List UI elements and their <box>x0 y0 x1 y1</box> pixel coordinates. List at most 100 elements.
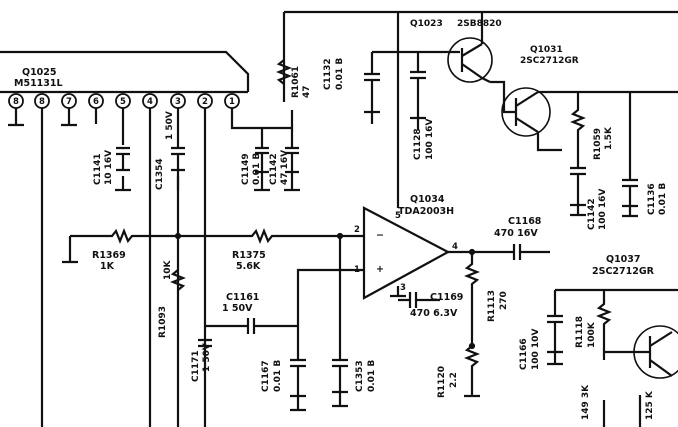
amp-minus-sign: − <box>376 230 384 241</box>
q1037-ref: Q1037 <box>606 254 641 265</box>
r1118-resistor: R1118 100K <box>575 290 612 360</box>
c1142-right-ref: C1142 <box>587 198 597 230</box>
r1113-ref: R1113 <box>487 290 497 322</box>
c1142-ref: C1142 <box>269 153 279 185</box>
c1171-ref: C1171 <box>191 350 201 382</box>
amp-pin3: 3 <box>400 283 406 293</box>
c1166-ref: C1166 <box>519 338 529 370</box>
r1118-value: 100K <box>587 321 597 348</box>
c1354-value: 1 50V <box>165 111 175 140</box>
r1093-ref: R1093 <box>158 306 168 338</box>
q1025-pins: 8 8 7 6 5 4 3 2 1 <box>8 93 240 109</box>
pin-label: 1 <box>229 97 235 107</box>
c1169-value: 470 6.3V <box>410 308 458 319</box>
c1132-value: 0.01 B <box>335 58 345 90</box>
pin-label: 8 <box>39 97 45 107</box>
c1168-ref: C1168 <box>508 216 542 227</box>
c1169-capacitor: C1169 470 6.3V <box>398 292 463 319</box>
c1142-capacitor: C1142 47 16V <box>269 110 299 185</box>
r1369-value: 1K <box>100 261 115 272</box>
c1149-capacitor: C1149 0.01 B <box>241 128 269 185</box>
r1059-resistor: R1059 1.5K <box>570 92 614 168</box>
c1132-capacitor: C1132 0.01 B <box>323 52 380 114</box>
ground-symbols <box>115 112 638 412</box>
q1031-part: 2SC2712GR <box>520 56 579 66</box>
amp-pin1: 1 <box>354 265 360 275</box>
pin-label: 5 <box>120 97 126 107</box>
c1169-ref: C1169 <box>430 292 463 303</box>
q1023-ref: Q1023 <box>410 19 443 29</box>
q1023-transistor: Q1023 2SB8820 <box>410 19 502 83</box>
amp-plus-input-wire <box>296 268 364 326</box>
amp-q1034: − + Q1034 TDA2003H 5 4 3 2 1 <box>354 194 458 300</box>
c1353-capacitor: C1353 0.01 B <box>332 236 377 394</box>
c1168-value: 470 16V <box>494 228 538 239</box>
r1118-ref: R1118 <box>575 316 585 348</box>
r125-label: 125 K <box>645 390 655 420</box>
r1061-value: 47 <box>302 85 312 98</box>
amp-ground-wire <box>390 286 406 298</box>
r1113-resistor: R1113 270 <box>464 252 509 346</box>
pin-label: 6 <box>93 97 99 107</box>
r1061-ref: R1061 <box>291 66 301 98</box>
pin-label: 8 <box>13 97 19 107</box>
q1037-part: 2SC2712GR <box>592 266 655 277</box>
c1149-ref: C1149 <box>241 153 251 185</box>
pin-label: 3 <box>175 97 181 107</box>
c1353-ref: C1353 <box>355 360 365 392</box>
q1034-part: TDA2003H <box>398 206 454 217</box>
q1031-body <box>501 87 551 137</box>
c1136-ref: C1136 <box>647 183 657 215</box>
r1061-resistor: R1061 47 <box>276 59 312 98</box>
q1031-transistor: Q1031 2SC2712GR <box>490 45 579 152</box>
pin-label: 7 <box>66 97 72 107</box>
r1369-ref: R1369 <box>92 250 126 261</box>
c1132-ref: C1132 <box>323 58 333 90</box>
c1166-value: 100 10V <box>531 329 541 370</box>
r1059-value: 1.5K <box>604 126 614 150</box>
c1149-value: 0.01 B <box>252 153 262 185</box>
r1093-value: 10K <box>163 259 173 280</box>
c1136-capacitor: C1136 0.01 B <box>622 92 668 215</box>
ic-q1025: Q1025 M51131L 8 8 7 6 5 4 3 2 1 <box>0 50 292 427</box>
c1141-capacitor: C1141 10 16V <box>93 146 130 185</box>
r1375-resistor: R1375 5.6K <box>178 228 340 272</box>
c1354-ref: C1354 <box>155 158 165 190</box>
r1120-resistor: R1120 2.2 <box>437 342 480 398</box>
c1128-value: 100 16V <box>425 119 435 160</box>
c1142-right-value: 100 16V <box>598 189 608 230</box>
r1120-ref: R1120 <box>437 366 447 398</box>
r1120-value: 2.2 <box>449 372 459 388</box>
amp-pin2: 2 <box>354 225 360 235</box>
c1141-ref: C1141 <box>93 153 103 185</box>
c1166-capacitor: C1166 100 10V <box>519 290 563 370</box>
pin-label: 2 <box>202 97 208 107</box>
pin-label: 4 <box>147 97 153 107</box>
c1128-ref: C1128 <box>413 128 423 160</box>
c1171-value: 1 50V <box>202 343 212 372</box>
q1023-part: 2SB8820 <box>457 19 502 29</box>
c1171-capacitor: C1171 1 50V <box>191 338 212 382</box>
c1161-value: 1 50V <box>222 303 253 314</box>
c1161-capacitor: C1161 1 50V <box>205 292 298 334</box>
amp-triangle <box>362 206 451 300</box>
c1167-ref: C1167 <box>261 360 271 392</box>
amp-pin5: 5 <box>395 211 401 221</box>
c1142-right-capacitor: C1142 100 16V <box>570 166 608 230</box>
r1059-ref: R1059 <box>593 128 603 160</box>
c1167-value: 0.01 B <box>273 360 283 392</box>
r1375-value: 5.6K <box>236 261 261 272</box>
c1128-capacitor: C1128 100 16V <box>410 52 435 160</box>
q1025-ref: Q1025 <box>22 67 57 78</box>
c1136-value: 0.01 B <box>658 183 668 215</box>
c1167-capacitor: C1167 0.01 B <box>261 326 306 398</box>
c1168-capacitor: C1168 470 16V <box>494 216 550 260</box>
c1353-value: 0.01 B <box>367 360 377 392</box>
junction-dot <box>468 342 476 350</box>
c1142-value: 47 16V <box>280 150 290 185</box>
q1025-part: M51131L <box>14 78 63 89</box>
amp-plus-sign: + <box>376 264 384 275</box>
c1161-ref: C1161 <box>226 292 259 303</box>
r1113-value: 270 <box>499 291 509 310</box>
